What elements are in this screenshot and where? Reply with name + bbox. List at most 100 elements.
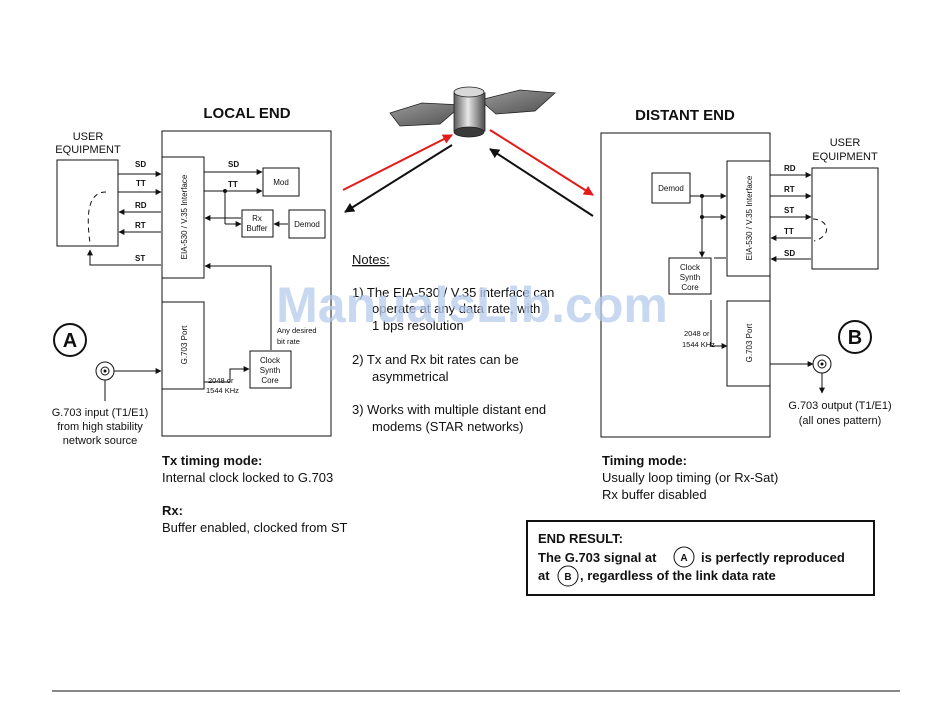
distant-g703-port-label: G.703 Port	[745, 323, 754, 362]
local-tx-mode-text: Internal clock locked to G.703	[162, 470, 333, 485]
local-tx-mode-heading: Tx timing mode:	[162, 453, 262, 468]
local-interface-label: EIA-530 / V.35 Interface	[180, 174, 189, 259]
end-result-circle-b-label: B	[564, 572, 571, 583]
local-end: LOCAL END USER EQUIPMENT EIA-530 / V.35 …	[52, 105, 348, 535]
end-result-circle-a	[673, 546, 695, 568]
distant-demod-box	[651, 172, 691, 204]
local-input-caption-1: G.703 input (T1/E1)	[52, 407, 149, 419]
distant-rate-label-1: 2048 or	[684, 329, 710, 338]
distant-downlink-arrow	[489, 129, 594, 196]
local-downlink-arrow	[344, 144, 453, 213]
note-3-line-1: 3) Works with multiple distant end	[352, 402, 546, 417]
note-1-line-3: 1 bps resolution	[372, 318, 464, 333]
local-input-caption-3: network source	[63, 435, 138, 447]
distant-rt-label: RT	[784, 185, 795, 194]
distant-clock-synth-label-2: Synth	[680, 273, 700, 282]
local-st-label: ST	[135, 254, 145, 263]
local-tt-label: TT	[136, 179, 146, 188]
local-bit-rate-label-2: bit rate	[277, 337, 300, 346]
local-uplink-arrow	[342, 134, 453, 191]
distant-interface-label: EIA-530 / V.35 Interface	[745, 175, 754, 260]
distant-tt-label: TT	[784, 227, 794, 236]
local-demod-box	[288, 209, 326, 239]
watermark: ManualsLib.com	[276, 277, 668, 333]
local-rd-label: RD	[135, 201, 147, 210]
local-rt-label: RT	[135, 221, 146, 230]
notes: Notes: 1) The EIA-530 / V.35 interface c…	[352, 252, 554, 434]
distant-end: DISTANT END USER EQUIPMENT EIA-530 / V.3…	[600, 107, 892, 502]
end-result-circle-b	[557, 565, 579, 587]
local-input-caption-2: from high stability	[57, 421, 143, 433]
distant-loop-dashed	[812, 218, 828, 242]
note-2-line-2: asymmetrical	[372, 369, 449, 384]
local-rate-label-2: 1544 KHz	[206, 386, 239, 395]
satellite-icon	[389, 86, 556, 138]
distant-mode-heading: Timing mode:	[602, 453, 687, 468]
distant-g703-port-box	[726, 300, 771, 387]
notes-heading: Notes:	[352, 252, 390, 267]
distant-user-equipment-label-1: USER	[830, 137, 861, 149]
note-2-line-1: 2) Tx and Rx bit rates can be	[352, 352, 519, 367]
note-1-line-1: 1) The EIA-530 / V.35 interface can	[352, 285, 554, 300]
distant-synth-to-g703	[710, 300, 728, 349]
end-result-box: END RESULT: The G.703 signal at A is per…	[526, 520, 875, 596]
local-g703-port-label: G.703 Port	[180, 325, 189, 364]
local-end-title: LOCAL END	[203, 105, 290, 122]
distant-rate-label-2: 1544 KHz	[682, 340, 715, 349]
local-tt-node	[223, 189, 227, 193]
local-mod-box	[262, 167, 300, 197]
end-result-line1-before: The G.703 signal at	[538, 550, 657, 565]
local-clock-synth-label-1: Clock	[260, 356, 281, 365]
distant-uplink-arrow	[489, 148, 594, 217]
local-user-equipment-label-2: EQUIPMENT	[55, 144, 121, 156]
end-result-line2-before: at	[538, 568, 550, 583]
local-clock-synth-label-3: Core	[261, 376, 279, 385]
local-loop-dashed	[87, 191, 107, 244]
local-rx-heading: Rx:	[162, 503, 183, 518]
local-sd-internal-label: SD	[228, 160, 239, 169]
circle-a-label: A	[63, 330, 77, 352]
note-1-line-2: operate at any data rate, with	[372, 301, 540, 316]
local-clock-synth-label-2: Synth	[260, 366, 280, 375]
distant-st-label: ST	[784, 206, 794, 215]
local-tt-internal-label: TT	[228, 180, 238, 189]
distant-rd-label: RD	[784, 164, 796, 173]
local-rx-buffer-label-2: Buffer	[246, 224, 268, 233]
local-demod-label: Demod	[294, 220, 320, 229]
local-clock-synth-box	[249, 350, 292, 389]
distant-user-equipment-label-2: EQUIPMENT	[812, 151, 878, 163]
local-rx-buffer-label-1: Rx	[252, 214, 262, 223]
distant-clock-synth-label-1: Clock	[680, 263, 701, 272]
distant-end-title: DISTANT END	[635, 107, 735, 124]
local-g703-to-synth	[204, 366, 250, 383]
local-rate-label-1: 2048 or	[208, 376, 234, 385]
local-user-equipment-box	[56, 159, 119, 247]
local-user-equipment-label-1: USER	[73, 131, 104, 143]
distant-clock-synth-box	[668, 257, 712, 295]
distant-sd-label: SD	[784, 249, 795, 258]
local-rx-text: Buffer enabled, clocked from ST	[162, 520, 348, 535]
local-synth-to-st	[204, 263, 272, 350]
distant-output-caption-2: (all ones pattern)	[799, 415, 882, 427]
local-sd-label: SD	[135, 160, 146, 169]
distant-user-equipment-box	[811, 167, 879, 270]
circle-a	[53, 323, 87, 357]
local-bit-rate-label-1: Any desired	[277, 326, 317, 335]
end-result-heading: END RESULT:	[538, 531, 623, 546]
end-result-circle-a-label: A	[680, 553, 687, 564]
distant-interface-box	[726, 160, 771, 277]
end-result-line1-after: is perfectly reproduced	[701, 550, 845, 565]
distant-demod-label: Demod	[658, 184, 684, 193]
local-interface-box	[161, 156, 205, 279]
distant-mode-line-2: Rx buffer disabled	[602, 487, 707, 502]
end-result-line2-after: , regardless of the link data rate	[580, 568, 776, 583]
local-st-line	[87, 249, 161, 266]
distant-output-caption-1: G.703 output (T1/E1)	[788, 400, 891, 412]
local-rx-buffer-box	[241, 209, 274, 238]
circle-b-label: B	[848, 327, 862, 349]
distant-mode-line-1: Usually loop timing (or Rx-Sat)	[602, 470, 778, 485]
local-mod-label: Mod	[273, 178, 289, 187]
note-3-line-2: modems (STAR networks)	[372, 419, 523, 434]
distant-clock-synth-label-3: Core	[681, 283, 699, 292]
